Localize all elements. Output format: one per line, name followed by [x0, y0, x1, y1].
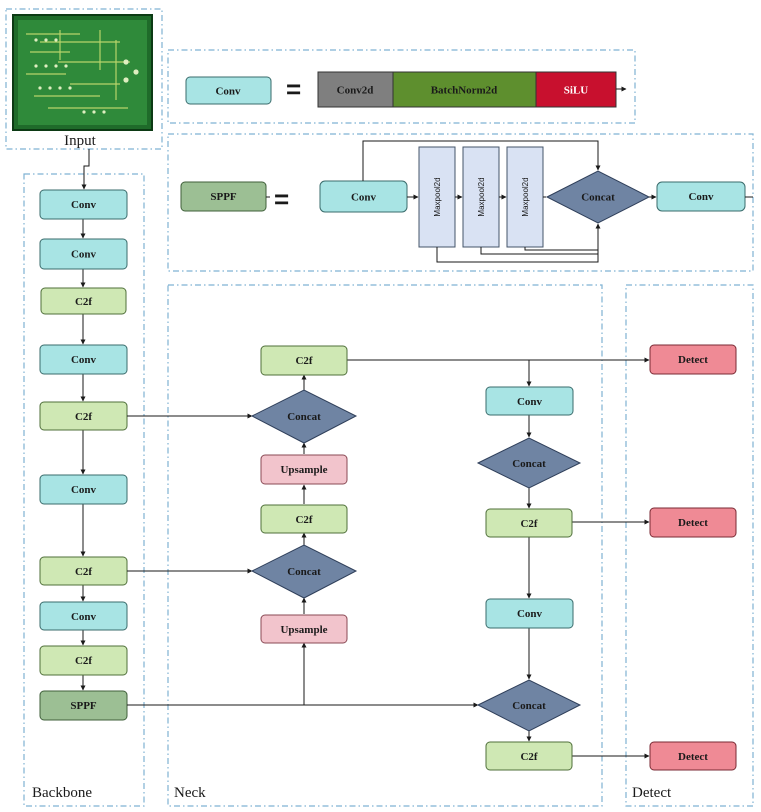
neck-left-concat-2: [250, 544, 358, 599]
conv2d-block: [317, 71, 394, 108]
maxpool-1-label: Maxpool2d: [433, 177, 442, 216]
backbone-node-9: [39, 645, 128, 676]
maxpool-3-label: Maxpool2d: [521, 177, 530, 216]
conv2d-label: Conv2d: [337, 85, 374, 97]
neck-left-c2f-mid-label: C2f: [295, 514, 312, 526]
neck-upsample-2-label: Upsample: [280, 624, 327, 636]
neck-left-c2f-top-label: C2f: [295, 355, 312, 367]
neck-right-concat-2-label: Concat: [512, 700, 546, 712]
neck-right-conv-2-label: Conv: [517, 608, 543, 620]
neck-right-conv-1: [485, 386, 574, 416]
conv-composition-bar: [317, 71, 617, 108]
neck-edges: [127, 357, 650, 759]
neck-left-concat-1-label: Concat: [287, 411, 321, 423]
conv-def-label: Conv: [215, 86, 241, 98]
neck-frame: [167, 284, 603, 807]
input-pcb-image: [12, 14, 153, 131]
detect-head-2: [649, 507, 737, 538]
detect-head-2-label: Detect: [678, 517, 708, 529]
batchnorm2d-label: BatchNorm2d: [431, 85, 498, 97]
backbone-node-7-label: C2f: [75, 566, 92, 578]
backbone-node-2: [39, 238, 128, 270]
conv-equals: =: [286, 74, 301, 104]
input-label: Input: [64, 133, 96, 149]
detect-head-1: [649, 344, 737, 375]
detect-head-1-label: Detect: [678, 354, 708, 366]
neck-left-concat-1: [250, 389, 358, 444]
neck-right-c2f-1-label: C2f: [520, 518, 537, 530]
sppf-equals: =: [274, 184, 289, 214]
sppf-concat-label: Concat: [581, 192, 615, 204]
neck-right-conv-1-label: Conv: [517, 396, 543, 408]
sppf-def-label: SPPF: [210, 191, 237, 203]
backbone-node-3-label: C2f: [75, 296, 92, 308]
backbone-node-9-label: C2f: [75, 655, 92, 667]
detect-head-3: [649, 741, 737, 771]
neck-section-label: Neck: [174, 785, 206, 801]
neck-upsample-1: [260, 454, 348, 485]
backbone-node-6-label: Conv: [71, 484, 97, 496]
silu-block: [535, 71, 617, 108]
neck-left-c2f-top: [260, 345, 348, 376]
backbone-edges: [80, 149, 90, 691]
backbone-node-4: [39, 344, 128, 375]
neck-upsample-2: [260, 614, 348, 644]
neck-left-c2f-mid: [260, 504, 348, 534]
backbone-node-3: [40, 287, 127, 315]
sppf-edges: [266, 140, 753, 263]
neck-left-concat-2-label: Concat: [287, 566, 321, 578]
neck-upsample-1-label: Upsample: [280, 464, 327, 476]
conv-def-node: [185, 76, 272, 105]
detect-head-3-label: Detect: [678, 751, 708, 763]
neck-right-c2f-1: [485, 508, 573, 538]
neck-right-c2f-2: [485, 741, 573, 771]
sppf-conv-out-label: Conv: [688, 191, 714, 203]
maxpool-2-label: Maxpool2d: [477, 177, 486, 216]
neck-right-c2f-2-label: C2f: [520, 751, 537, 763]
detect-section-label: Detect: [632, 785, 672, 801]
neck-right-conv-2: [485, 598, 574, 629]
backbone-node-2-label: Conv: [71, 249, 97, 261]
backbone-node-8: [39, 601, 128, 631]
backbone-node-5-label: C2f: [75, 411, 92, 423]
sppf-definition-frame: [167, 133, 754, 272]
input-frame: [5, 8, 163, 150]
sppf-conv-in-label: Conv: [351, 192, 377, 204]
conv-definition-frame: [167, 49, 636, 124]
backbone-node-4-label: Conv: [71, 354, 97, 366]
backbone-node-1: [39, 189, 128, 220]
backbone-node-1-label: Conv: [71, 199, 97, 211]
neck-right-concat-1: [476, 437, 582, 489]
backbone-section-label: Backbone: [32, 785, 92, 801]
backbone-node-8-label: Conv: [71, 611, 97, 623]
maxpool-2-block: [462, 146, 500, 248]
silu-label: SiLU: [564, 85, 589, 97]
backbone-node-6: [39, 474, 128, 505]
neck-right-concat-1-label: Concat: [512, 458, 546, 470]
backbone-node-10-label: SPPF: [70, 700, 97, 712]
detect-frame: [625, 284, 754, 807]
neck-right-concat-2: [476, 679, 582, 732]
